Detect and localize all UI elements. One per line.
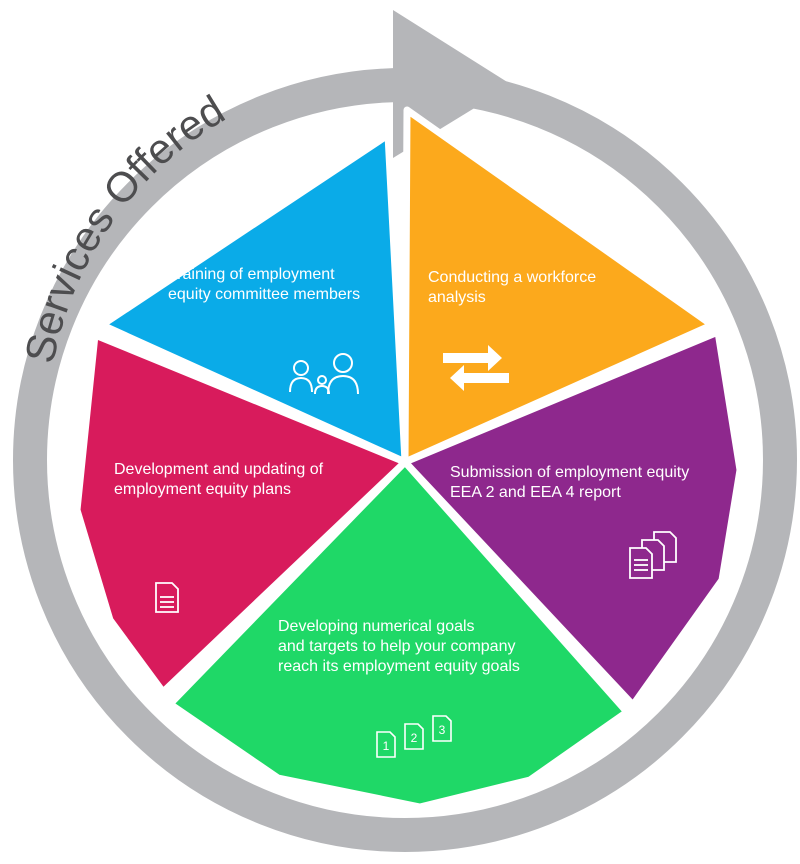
document-icon [155,582,179,613]
label-line: and targets to help your company [278,638,516,655]
label-training: Training of employment equity committee … [168,265,360,305]
label-equity-plans: Development and updating of employment e… [114,460,323,500]
label-line: Conducting a workforce [428,269,597,286]
numbered-steps-icon: 1 2 3 [376,715,452,758]
segments-group [73,106,744,811]
segment-submission [401,328,744,709]
label-numerical-goals: Developing numerical goals and targets t… [278,617,520,677]
label-line: Developing numerical goals [278,618,475,635]
label-line: Submission of employment equity [450,464,690,481]
label-line: EEA 2 and EEA 4 report [450,484,621,501]
label-line: employment equity plans [114,481,291,498]
segment-training [98,131,409,466]
segment-numerical-goals [166,458,631,811]
segment-equity-plans [73,331,409,696]
label-workforce-analysis: Conducting a workforce analysis [428,268,596,308]
label-line: analysis [428,289,486,306]
label-line: Development and updating of [114,461,324,478]
label-submission: Submission of employment equity EEA 2 an… [450,463,689,503]
step-number-2: 2 [411,731,418,745]
label-line: reach its employment equity goals [278,658,520,675]
exchange-arrows-icon [443,345,509,391]
step-number-1: 1 [383,739,390,753]
label-line: Training of employment [168,266,335,283]
step-number-3: 3 [439,723,446,737]
label-line: equity committee members [168,286,361,303]
family-icon [289,353,359,395]
documents-stack-icon [629,531,677,579]
